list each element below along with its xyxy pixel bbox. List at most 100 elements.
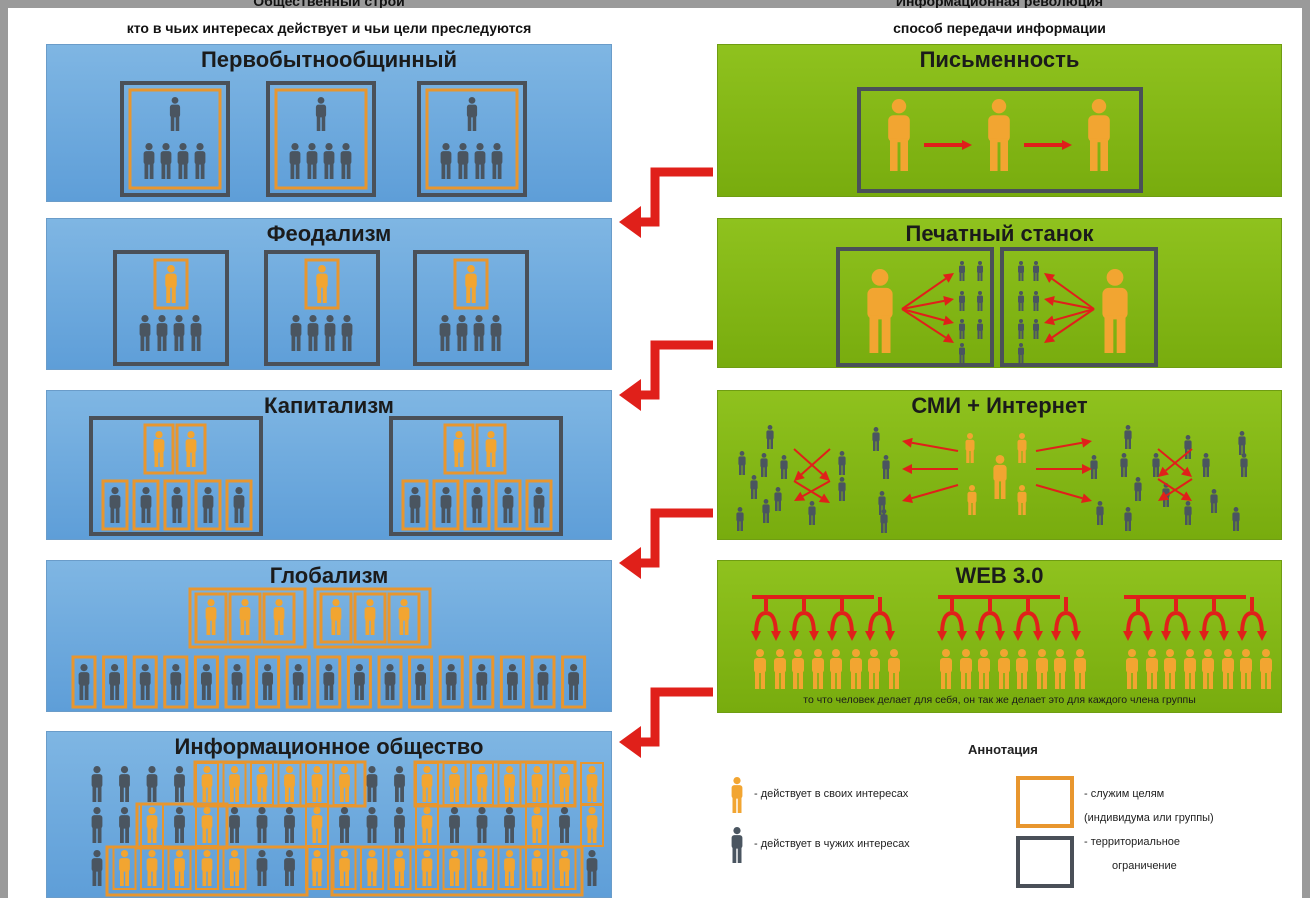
person-icon <box>289 143 301 179</box>
person-icon <box>354 664 365 700</box>
goal-frame-icon <box>255 655 281 709</box>
person-icon <box>339 850 350 886</box>
goal-frame-icon <box>432 479 460 531</box>
person-icon <box>533 487 545 523</box>
arrow-icon <box>1157 478 1192 501</box>
left-header-title: Общественный строй <box>253 0 405 8</box>
goal-frame-icon <box>128 88 222 190</box>
legend-dark-frame-icon <box>1016 836 1074 888</box>
person-icon <box>323 143 335 179</box>
person-icon <box>766 425 774 449</box>
arrow-icon <box>1157 448 1192 477</box>
goal-frame-icon <box>222 762 247 806</box>
goal-frame-icon <box>360 846 384 890</box>
goal-frame-icon <box>132 479 160 531</box>
arrow-icon <box>901 308 954 343</box>
person-icon <box>868 649 880 689</box>
information-society-illustration <box>91 760 604 897</box>
person-icon <box>838 477 846 501</box>
person-icon <box>330 599 342 635</box>
person-icon <box>91 766 103 802</box>
panel-title: Письменность <box>919 47 1080 72</box>
person-icon <box>415 664 426 700</box>
goal-frame-icon <box>453 258 489 310</box>
left-header-subtitle: кто в чьих интересах действует и чьи цел… <box>126 20 532 36</box>
person-icon <box>409 487 421 523</box>
primitive-illustration <box>120 81 527 197</box>
legend-serve-goals-1: - служим целям <box>1084 788 1165 800</box>
person-icon <box>1184 649 1196 689</box>
goal-frame-icon <box>153 258 189 310</box>
person-icon <box>339 807 350 843</box>
panel-printing-press: Печатный станок <box>717 218 1282 368</box>
web3-illustration <box>751 595 1272 689</box>
arrow-icon <box>1035 484 1092 504</box>
person-icon <box>119 807 130 843</box>
person-icon <box>838 451 846 475</box>
goal-frame-icon <box>250 762 274 806</box>
person-icon <box>1202 453 1210 477</box>
person-icon <box>453 431 465 467</box>
person-icon <box>1222 649 1234 689</box>
person-icon <box>194 143 206 179</box>
person-icon <box>1240 649 1252 689</box>
person-icon <box>959 291 965 311</box>
feudalism-illustration <box>113 250 529 366</box>
media-internet-illustration <box>736 425 1248 533</box>
legend-orange-frame-icon <box>1016 776 1074 828</box>
panel-title: Феодализм <box>266 221 392 246</box>
person-icon <box>1017 433 1027 463</box>
person-icon <box>421 807 433 843</box>
goal-frame-icon <box>497 846 522 890</box>
person-icon <box>316 265 328 303</box>
goal-frame-icon <box>499 655 525 709</box>
person-icon <box>559 807 570 843</box>
person-icon <box>177 143 189 179</box>
person-icon <box>880 509 888 533</box>
person-icon <box>398 599 410 635</box>
person-icon <box>160 143 172 179</box>
person-icon <box>473 315 485 351</box>
goal-frame-icon <box>561 655 587 709</box>
person-icon <box>1033 261 1039 281</box>
goal-frame-icon <box>225 479 253 531</box>
right-header-subtitle: способ передачи информации <box>893 20 1106 36</box>
person-icon <box>754 649 766 689</box>
person-icon <box>140 487 152 523</box>
goal-frame-icon <box>552 846 577 890</box>
goal-frame-icon <box>401 479 429 531</box>
person-icon <box>384 664 396 700</box>
person-icon <box>738 451 746 475</box>
person-icon <box>762 499 770 523</box>
person-icon <box>91 807 103 843</box>
arrow-icon <box>902 484 959 504</box>
person-icon <box>1232 507 1240 531</box>
person-icon <box>201 850 213 886</box>
person-icon <box>449 766 460 802</box>
person-icon <box>231 664 243 700</box>
person-icon <box>559 766 570 802</box>
person-icon <box>491 143 503 179</box>
person-icon <box>978 649 990 689</box>
panel-title: Глобализм <box>269 563 389 588</box>
person-icon <box>736 507 744 531</box>
goal-frame-icon <box>442 762 467 806</box>
person-icon <box>998 649 1010 689</box>
person-icon <box>888 649 900 689</box>
person-icon <box>456 315 468 351</box>
goal-frame-icon <box>71 655 97 709</box>
legend-others-interest: - действует в чужих интересах <box>754 838 910 850</box>
person-icon <box>959 319 965 339</box>
person-icon <box>977 291 983 311</box>
person-icon <box>324 315 336 351</box>
person-icon <box>421 850 433 886</box>
person-icon <box>504 807 515 843</box>
goal-frame-icon <box>188 587 307 649</box>
globalism-illustration <box>71 587 587 709</box>
person-icon <box>457 143 469 179</box>
person-icon <box>1146 649 1158 689</box>
goal-frame-icon <box>195 846 219 890</box>
territorial-frame-icon <box>413 250 529 366</box>
panel-title: Информационное общество <box>174 734 484 759</box>
panel-capitalism: Капитализм <box>46 390 612 540</box>
